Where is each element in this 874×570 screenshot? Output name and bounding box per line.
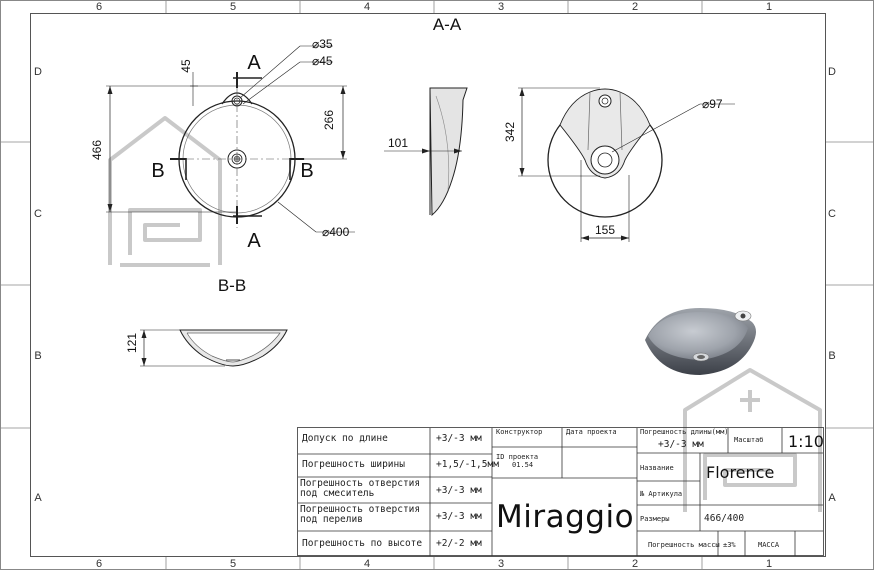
tol-row-value-3: +3/-3 мм xyxy=(436,485,482,496)
row-label-right-d: D xyxy=(828,66,836,78)
tol-row-label-1: Допуск по длине xyxy=(302,433,388,444)
length-tol-value: +3/-3 мм xyxy=(658,439,704,450)
row-label-left-c: C xyxy=(34,208,42,220)
dim-offset-45: 45 xyxy=(179,59,193,73)
cut-label-a-top: A xyxy=(247,52,261,74)
name-label: Название xyxy=(640,464,674,472)
tol-row-value-2: +1,5/-1,5мм xyxy=(436,459,499,470)
tol-row-label-2: Погрешность ширины xyxy=(302,459,405,470)
section-aa-view xyxy=(384,87,468,217)
dim-hole-large: ⌀45 xyxy=(312,54,333,68)
article-label: № Артикула xyxy=(639,490,682,498)
col-label-bottom-2: 2 xyxy=(632,558,638,570)
cut-label-a-bottom: A xyxy=(247,230,261,252)
designer-label: Конструктор xyxy=(496,428,542,436)
size-value: 466/400 xyxy=(704,513,744,524)
col-label-top-2: 2 xyxy=(632,1,638,13)
col-label-bottom-6: 6 xyxy=(96,558,102,570)
top-view xyxy=(106,45,355,233)
product-name: Florence xyxy=(706,463,774,482)
product-render xyxy=(645,308,756,375)
brand-name: Miraggio xyxy=(496,499,634,535)
tol-row-label-5: Погрешность по высоте xyxy=(302,538,422,549)
col-label-top-4: 4 xyxy=(364,1,370,13)
row-label-right-b: B xyxy=(828,350,835,362)
section-bb-view xyxy=(140,329,288,367)
title-block xyxy=(297,427,824,556)
dim-bowl-400: ⌀400 xyxy=(322,225,350,239)
col-label-bottom-1: 1 xyxy=(766,558,772,570)
col-label-top-6: 6 xyxy=(96,1,102,13)
length-tol-label: Погрешность длины(мм) xyxy=(640,428,729,436)
dim-width-155: 155 xyxy=(595,223,615,237)
mass-tol-value: ±3% xyxy=(723,541,736,549)
cut-label-b-right: B xyxy=(300,160,313,182)
tol-row-value-1: +3/-3 мм xyxy=(436,433,482,444)
size-label: Размеры xyxy=(640,515,670,523)
dim-depth-101: 101 xyxy=(388,136,408,150)
col-label-bottom-5: 5 xyxy=(230,558,236,570)
tol-row-label-4-wrap: Погрешность отверстия под перелив xyxy=(300,505,421,525)
mass-label: МАССА xyxy=(758,541,780,549)
scale-label: Масштаб xyxy=(734,436,764,444)
scale-value: 1:10 xyxy=(788,432,824,451)
col-label-top-1: 1 xyxy=(766,1,772,13)
dim-overall-466: 466 xyxy=(90,140,104,160)
section-bb-title: B-B xyxy=(218,276,246,295)
row-label-right-a: A xyxy=(828,492,836,504)
tol-row-label-4: Погрешность отверстия под перелив xyxy=(300,505,421,525)
project-id-value: 01.54 xyxy=(512,461,533,469)
tol-row-value-4: +3/-3 мм xyxy=(436,511,482,522)
col-label-bottom-4: 4 xyxy=(364,558,370,570)
section-aa-title: A-A xyxy=(433,15,462,34)
mass-tol-label: Погрешность массы xyxy=(648,541,720,549)
dim-hole-small: ⌀35 xyxy=(312,37,333,51)
project-date-label: Дата проекта xyxy=(566,428,617,436)
cut-label-b-left: B xyxy=(151,160,164,182)
project-id-label: ID проекта xyxy=(496,453,538,461)
row-label-left-a: A xyxy=(34,492,42,504)
row-label-right-c: C xyxy=(828,208,836,220)
col-label-bottom-3: 3 xyxy=(498,558,504,570)
row-label-left-d: D xyxy=(34,66,42,78)
dim-height-121: 121 xyxy=(125,333,139,353)
row-label-left-b: B xyxy=(34,350,41,362)
dim-drain-97: ⌀97 xyxy=(702,97,723,111)
tol-row-value-5: +2/-2 мм xyxy=(436,538,482,549)
dim-height-342: 342 xyxy=(503,122,517,142)
col-label-top-3: 3 xyxy=(498,1,504,13)
tol-row-label-3-wrap: Погрешность отверстия под смеситель xyxy=(300,479,421,499)
col-label-top-5: 5 xyxy=(230,1,236,13)
dim-center-266: 266 xyxy=(322,110,336,130)
tol-row-label-3: Погрешность отверстия под смеситель xyxy=(300,479,421,499)
watermark-logo-right xyxy=(683,368,822,512)
front-view xyxy=(518,87,735,242)
